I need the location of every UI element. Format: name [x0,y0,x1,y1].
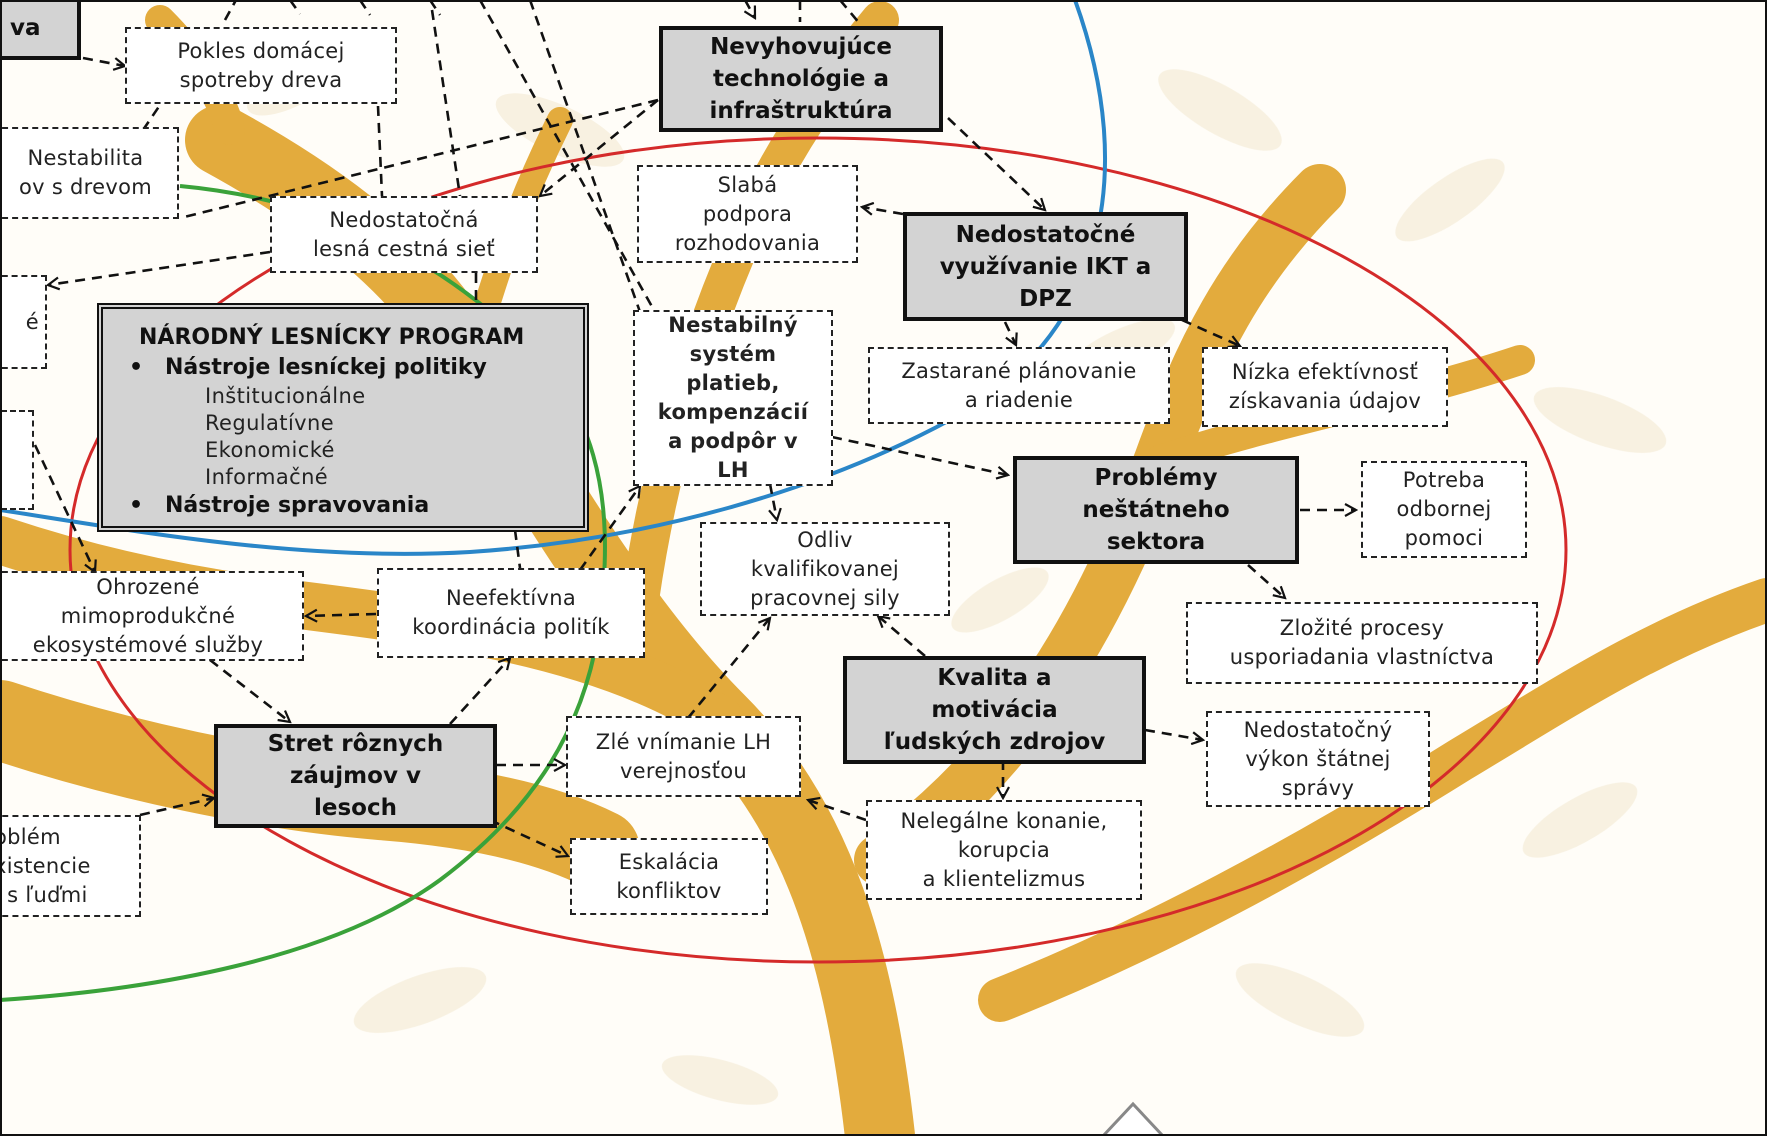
node-line: oblém [0,824,61,849]
node-line: verejnosťou [619,758,748,783]
node-line: kvalifikovanej [750,556,900,581]
node-line: pracovnej sily [750,585,900,610]
node-line: neštátneho [1082,497,1230,523]
node-line: spotreby dreva [179,67,343,92]
node-eskalacia-konfliktov: Eskalácia konfliktov [570,838,768,915]
npl-bullet-policy-tools: Nástroje lesníckej politiky [129,353,583,383]
node-line: Slabá [717,172,778,197]
node-line: platieb, [686,371,780,395]
node-line: Eskalácia [618,849,720,874]
npl-sub-item: Regulatívne [205,411,335,435]
node-ohrozene-ekosystemove-sluzby: Ohrozené mimoprodukčné ekosystémové služby [0,571,304,661]
node-line: ekosystémové služby [32,632,264,657]
node-line: výkon štátnej [1245,746,1391,771]
connectors [33,0,1356,856]
node-odliv-pracovnej-sily: Odliv kvalifikovanej pracovnej sily [700,522,950,616]
node-line: Neefektívna [445,586,576,610]
node-line: technológie a [713,66,889,92]
node-line: Pokles domácej [177,38,345,63]
node-line: a riadenie [964,387,1074,412]
node-slaba-podpora: Slabá podpora rozhodovania [637,165,858,263]
node-line: a klientelizmus [922,866,1086,891]
node-line: usporiadania vlastníctva [1229,645,1495,669]
npl-sub-item: Inštitucionálne [205,384,366,408]
node-line: systém [689,342,777,366]
node-zlozite-procesy: Zložité procesy usporiadania vlastníctva [1186,602,1538,684]
node-line: Nedostatočný [1243,717,1393,742]
node-line: odbornej [1396,497,1492,521]
node-line: lesoch [314,795,397,821]
node-kvalita-ludskych-zdrojov: Kvalita a motivácia ľudských zdrojov [843,656,1146,764]
national-forest-program-box: NÁRODNÝ LESNÍCKY PROGRAM Nástroje lesníc… [97,303,589,532]
node-left-fragment-2 [0,410,34,510]
node-line: korupcia [957,837,1051,862]
node-left-fragment: é [0,275,47,369]
node-line: kompenzácií [657,400,809,424]
node-line: a podpôr v [668,429,798,453]
npl-bullet-governance-tools: Nástroje spravovania [129,491,583,521]
npl-title: NÁRODNÝ LESNÍCKY PROGRAM [139,325,525,350]
npl-sub-item: Informačné [205,465,329,489]
node-line: ľudských zdrojov [883,729,1106,755]
node-line: záujmov v [290,763,421,789]
node-line: správy [1281,775,1355,800]
node-line: Potreba [1402,468,1486,492]
node-line: Kvalita a [937,665,1052,691]
node-line: Stret rôznych [267,731,444,757]
node-line: podpora [702,201,793,226]
node-line: Zložité procesy [1279,616,1445,640]
red-circle [68,136,1568,964]
node-problem-koexistencie: oblém xistencie i s ľuďmi [0,815,141,917]
node-nedostatocna-cestna-siet: Nedostatočná lesná cestná sieť [270,196,538,273]
node-line: Nestabilita [27,146,144,170]
node-va-fragment: va [0,0,81,60]
node-line: motivácia [931,697,1058,723]
node-line: získavania údajov [1228,389,1422,413]
node-line: ov s drevom [18,175,153,199]
node-nedostatocny-vykon: Nedostatočný výkon štátnej správy [1206,711,1430,807]
node-label: é [25,309,39,334]
node-zastarane-planovanie: Zastarané plánovanie a riadenie [868,347,1170,424]
node-nestabilny-system-platieb: Nestabilný systém platieb, kompenzácií a pod… [633,310,833,486]
node-problemy-nestatneho-sektora: Problémy neštátneho sektora [1013,456,1299,564]
node-line: Odliv [797,527,853,552]
node-line: rozhodovania [674,230,821,255]
node-line: infraštruktúra [709,98,893,124]
node-line: Ohrozené [96,574,200,599]
node-line: Nízka efektívnosť [1231,360,1419,384]
node-potreba-odbornej-pomoci: Potreba odbornej pomoci [1361,461,1527,558]
node-line: DPZ [1019,285,1072,312]
node-nelegalne-konanie: Nelegálne konanie, korupcia a klientelizmu… [866,800,1142,900]
node-line: lesná cestná sieť [312,236,496,261]
node-nevyhovujuce-technologie: Nevyhovujúce technológie a infraštruktúra [659,26,943,132]
node-line: sektora [1106,529,1206,555]
node-stret-zaujmov: Stret rôznych záujmov v lesoch [214,724,497,828]
node-line: xistencie [0,853,91,878]
node-line: konfliktov [616,878,722,903]
node-line: LH [717,458,749,482]
node-line: Zlé vnímanie LH [595,729,772,754]
node-nizka-efektivnost: Nízka efektívnosť získavania údajov [1202,347,1448,427]
node-line: Nevyhovujúce [710,34,892,60]
node-line: využívanie IKT a [939,253,1152,280]
node-line: Nedostatočná [329,207,479,232]
node-line: Zastarané plánovanie [901,358,1137,383]
node-neefektivna-koordinacia: Neefektívna koordinácia politík [377,568,645,658]
node-line: Nelegálne konanie, [900,808,1108,833]
node-line: mimoprodukčné [60,603,236,628]
node-line: Problémy [1094,465,1218,491]
node-line: pomoci [1404,526,1484,550]
node-label: va [10,15,41,41]
node-line: koordinácia politík [412,615,610,639]
node-line: Nedostatočné [955,221,1136,248]
node-pokles-spotreby: Pokles domácej spotreby dreva [125,27,397,104]
node-zle-vnimanie-lh: Zlé vnímanie LH verejnosťou [566,716,801,797]
npl-sub-item: Ekonomické [205,438,335,462]
node-nestabilita: Nestabilita ov s drevom [0,127,179,219]
node-nedostatocne-ikt: Nedostatočné využívanie IKT a DPZ [903,212,1188,321]
node-line: i s ľuďmi [0,882,88,907]
house-shape [1101,1101,1165,1136]
node-line: Nestabilný [668,313,798,337]
